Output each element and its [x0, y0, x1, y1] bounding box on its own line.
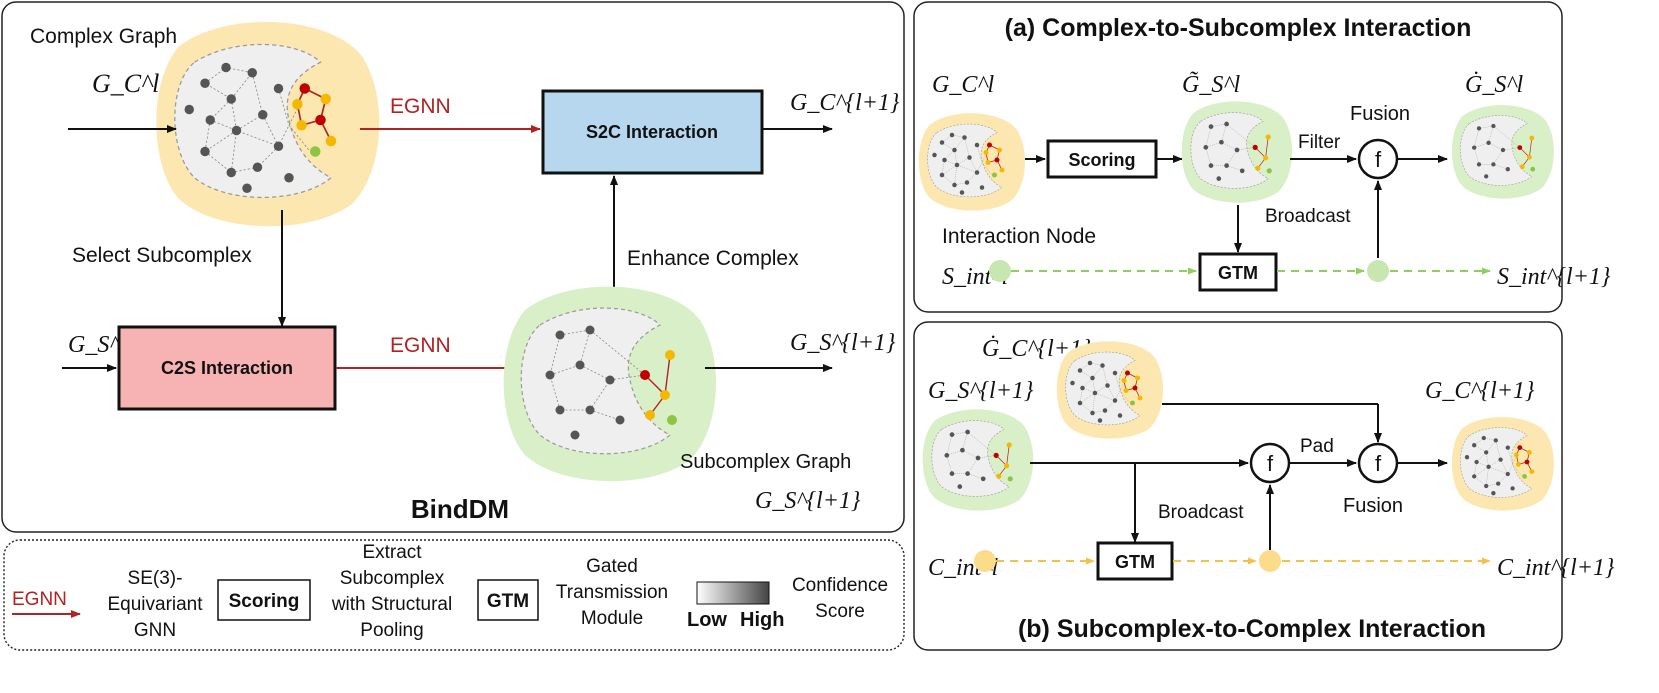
legend-confidence-desc-1: Confidence: [792, 575, 888, 596]
legend-gtm-desc-3: Module: [581, 608, 643, 629]
c2s-interaction-box: [117, 325, 337, 411]
panel-b-cint-l1: C_int^{l+1}: [1497, 555, 1615, 581]
enhance-complex-label: Enhance Complex: [627, 247, 799, 270]
panel-a-gtm-label: GTM: [1218, 263, 1258, 283]
legend-frame: [3, 539, 905, 651]
panel-b-gc-l1: G_C^{l+1}: [1425, 378, 1535, 404]
panel-b-gs-l1: G_S^{l+1}: [928, 378, 1034, 404]
panel-b-complex-graph: [1056, 340, 1164, 439]
s2c-interaction-label: S2C Interaction: [586, 122, 718, 142]
s2c-interaction-box: [541, 89, 764, 175]
panel-b-output-graph: [1451, 416, 1555, 511]
legend-scoring-desc-4: Pooling: [360, 620, 423, 641]
panel-a-fusion-label: Fusion: [1350, 103, 1410, 125]
panel-b-interaction-node-out: [1259, 550, 1281, 572]
panel-a-output-graph: [1451, 104, 1555, 199]
panel-a-interaction-node-in: [989, 260, 1011, 282]
panel-a-fusion-symbol: f: [1375, 147, 1382, 172]
panel-a-gs-dot: Ġ_S^l: [1465, 72, 1523, 98]
legend-scoring-desc-2: Subcomplex: [340, 568, 445, 589]
panel-b-subcomplex-graph: [922, 409, 1034, 511]
legend-egnn-desc-2: Equivariant: [107, 594, 203, 615]
legend-scoring-desc-1: Extract: [362, 542, 422, 563]
legend-egnn-desc-3: GNN: [134, 620, 176, 641]
panel-b-fuse-symbol-2: f: [1375, 451, 1382, 476]
panel-a-scoring-label: Scoring: [1068, 150, 1135, 170]
gc-l-label: G_C^l: [92, 69, 159, 98]
binddm-title: BindDM: [411, 494, 509, 524]
complex-graph: [155, 21, 381, 228]
panel-a-filtered-graph: [1181, 101, 1293, 203]
panel-a-gtm-box: [1198, 252, 1278, 292]
gs-l1-right-label: G_S^{l+1}: [790, 330, 896, 356]
legend-gtm-box: [477, 579, 539, 621]
legend-gtm-label: GTM: [487, 591, 529, 612]
panel-a-interaction-node-out: [1367, 260, 1389, 282]
panel-b-title: (b) Subcomplex-to-Complex Interaction: [1018, 615, 1486, 643]
legend-scoring-desc-3: with Structural: [331, 594, 452, 615]
panel-a-filter-label: Filter: [1298, 132, 1341, 153]
select-subcomplex-label: Select Subcomplex: [72, 244, 252, 267]
c2s-interaction-label: C2S Interaction: [161, 358, 293, 378]
panel-a-complex-graph: [918, 112, 1026, 211]
panel-a-title: (a) Complex-to-Subcomplex Interaction: [1005, 14, 1472, 42]
main-panel-frame: [1, 1, 905, 533]
legend-scoring-box: [217, 579, 311, 621]
gc-l1-label: G_C^{l+1}: [790, 90, 900, 116]
panel-a-gs-tilde: G̃_S^l: [1182, 71, 1240, 98]
legend-egnn-desc-1: SE(3)-: [128, 568, 183, 589]
legend-confidence-gradient: [696, 581, 770, 605]
legend-gtm-desc-2: Transmission: [556, 582, 668, 603]
legend-high-label: High: [740, 609, 784, 631]
panel-b-pad-label: Pad: [1300, 436, 1334, 457]
egnn-label-top: EGNN: [390, 95, 451, 118]
complex-graph-label: Complex Graph: [30, 25, 177, 48]
legend-scoring-label: Scoring: [229, 591, 300, 612]
panel-a-gc-l: G_C^l: [932, 72, 994, 98]
panel-a-broadcast-label: Broadcast: [1265, 206, 1351, 227]
panel-a-frame: [913, 1, 1563, 313]
panel-b-broadcast-label: Broadcast: [1158, 502, 1244, 523]
subcomplex-graph-label: Subcomplex Graph: [680, 451, 851, 473]
legend-low-label: Low: [687, 609, 727, 631]
gs-l-label: G_S^l: [68, 332, 126, 358]
panel-b-gtm-label: GTM: [1115, 552, 1155, 572]
panel-b-gtm-box: [1096, 541, 1174, 581]
panel-b-fusion-label: Fusion: [1343, 495, 1403, 517]
panel-b-frame: [913, 321, 1563, 651]
legend-egnn-label: EGNN: [12, 589, 67, 610]
egnn-label-bottom: EGNN: [390, 334, 451, 357]
panel-b-fuse-symbol-1: f: [1267, 451, 1274, 476]
legend-gtm-desc-1: Gated: [586, 556, 638, 577]
panel-a-sint-l1: S_int^{l+1}: [1497, 264, 1611, 290]
panel-a-interaction-node-label: Interaction Node: [942, 225, 1096, 248]
gs-l1-bottom-label: G_S^{l+1}: [755, 488, 861, 514]
legend-confidence-desc-2: Score: [815, 601, 865, 622]
panel-b-interaction-node-in: [974, 550, 996, 572]
